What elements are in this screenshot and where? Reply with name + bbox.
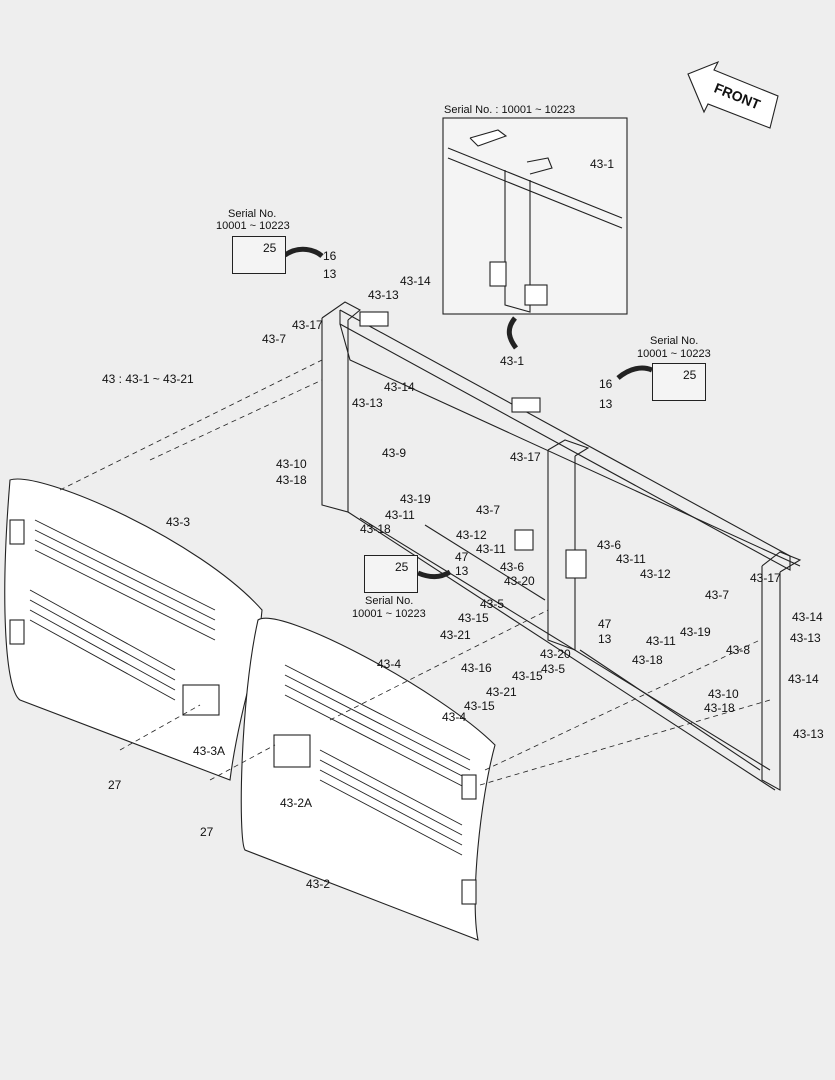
callout-label: 47: [598, 617, 612, 631]
callout-label: 43-4: [377, 657, 402, 671]
group-note: 43 : 43-1 ~ 43-21: [102, 372, 194, 386]
frame-bottom-rail: [347, 511, 776, 791]
callout-label: 43-9: [382, 446, 407, 460]
callout-label: 43-2A: [280, 796, 313, 810]
callout-label: 47: [455, 550, 469, 564]
serial-note-line2: 10001 ~ 10223: [216, 220, 290, 232]
callout-label: 43-13: [352, 396, 383, 410]
callout-label: 43-7: [705, 588, 730, 602]
callout-label: 43-14: [792, 610, 823, 624]
callout-label: 43-17: [750, 571, 781, 585]
callout-label: 13: [598, 632, 612, 646]
callout-label: 43-5: [480, 597, 505, 611]
serial-note-line2: 10001 ~ 10223: [352, 608, 426, 620]
callout-label: 43-3A: [193, 744, 226, 758]
callout-label: 43-20: [540, 647, 571, 661]
callout-label: 43-17: [292, 318, 323, 332]
serial-inset-title: Serial No. : 10001 ~ 10223: [444, 104, 576, 116]
callout-label: 43-6: [500, 560, 525, 574]
callout-label: 43-13: [793, 727, 824, 741]
part-number: 25: [263, 241, 277, 255]
callout-label: 43-11: [476, 542, 506, 556]
callout-label: 43-8: [726, 643, 751, 657]
serial-note-line2: 10001 ~ 10223: [637, 348, 711, 360]
callout-label: 43-11: [646, 634, 676, 648]
callout-label: 43-17: [510, 450, 541, 464]
callout-label: 43-1: [500, 354, 525, 368]
serial-note-line1: Serial No.: [365, 595, 414, 607]
serial-inset-box: [442, 117, 628, 315]
callout-label: 43-11: [385, 508, 415, 522]
callout-label: 43-15: [512, 669, 543, 683]
callout-label: 43-14: [788, 672, 819, 686]
serial-note-box: 25: [232, 236, 286, 274]
part-number: 25: [683, 368, 697, 382]
callout-label: 43-7: [262, 332, 287, 346]
callout-label: 43-6: [597, 538, 622, 552]
callout-label: 43-18: [632, 653, 663, 667]
callout-label: 43-12: [456, 528, 487, 542]
callout-label: 43-18: [360, 522, 391, 536]
callout-label: 43-2: [306, 877, 331, 891]
callout-label: 43-21: [486, 685, 517, 699]
callout-label: 43-10: [276, 457, 307, 471]
callout-label: 43-19: [400, 492, 431, 506]
callout-label: 43-15: [458, 611, 489, 625]
callout-label: 43-14: [384, 380, 415, 394]
callout-label: 43-16: [461, 661, 492, 675]
callout-label: 43-13: [368, 288, 399, 302]
callout-label: 43-11: [616, 552, 646, 566]
frame-right-post: [761, 566, 781, 791]
callout-label: 13: [455, 564, 469, 578]
serial-note-box: 25: [652, 363, 706, 401]
callout-label: 43-12: [640, 567, 671, 581]
callout-label: 43-7: [476, 503, 501, 517]
panel-43-2: [240, 617, 496, 941]
callout-label: 16: [599, 377, 613, 391]
callout-label: 27: [108, 778, 122, 792]
callout-label: 13: [323, 267, 337, 281]
callout-label: 43-4: [442, 710, 467, 724]
callout-label: 43-10: [708, 687, 739, 701]
callout-label: 43-15: [464, 699, 495, 713]
serial-note-line1: Serial No.: [228, 208, 277, 220]
callout-label: 27: [200, 825, 214, 839]
callout-label: 43-13: [790, 631, 821, 645]
callout-label: 13: [599, 397, 613, 411]
callout-label: 43-5: [541, 662, 566, 676]
serial-note-line1: Serial No.: [650, 335, 699, 347]
callout-label: 43-21: [440, 628, 471, 642]
callout-label: 43-1: [590, 157, 615, 171]
callout-label: 43-19: [680, 625, 711, 639]
serial-note-box: 25: [364, 555, 418, 593]
callout-label: 43-3: [166, 515, 191, 529]
callout-label: 43-18: [276, 473, 307, 487]
frame-top-rail: [339, 309, 791, 571]
front-arrow: [687, 60, 779, 129]
part-number: 25: [395, 560, 409, 574]
callout-label: 43-18: [704, 701, 735, 715]
callout-label: 43-20: [504, 574, 535, 588]
callout-label: 16: [323, 249, 337, 263]
frame-left-post: [321, 318, 349, 513]
callout-label: 43-14: [400, 274, 431, 288]
